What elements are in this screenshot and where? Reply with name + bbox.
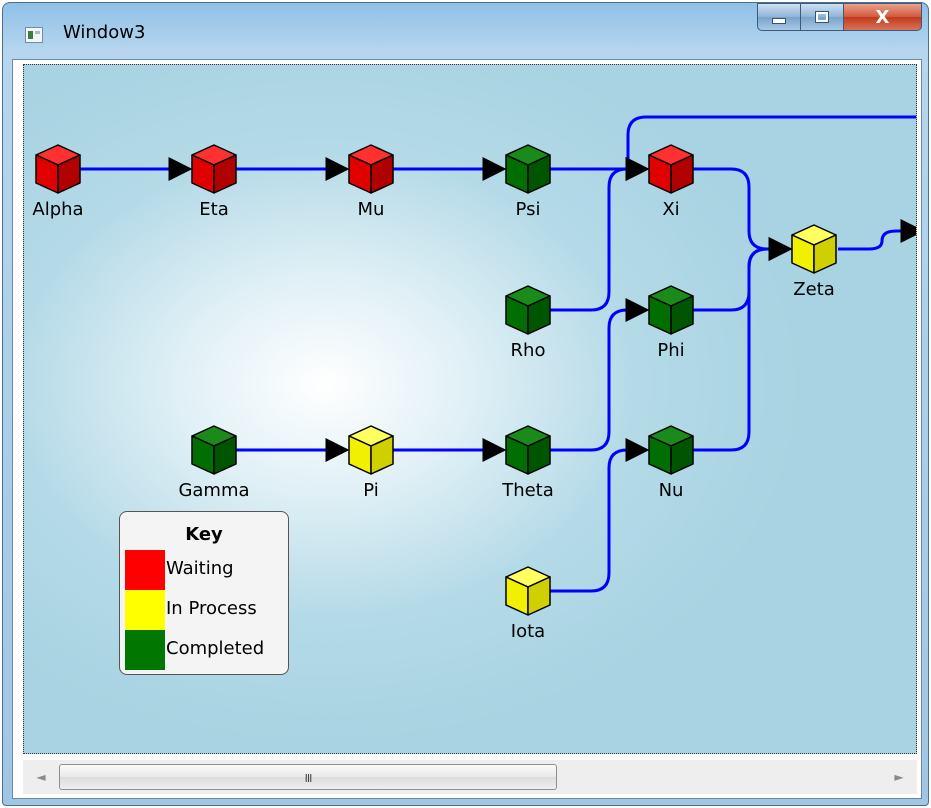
minimize-button[interactable] (757, 3, 801, 31)
legend-label-completed: Completed (166, 638, 265, 659)
edge-phi-zeta (683, 237, 793, 312)
legend-item-waiting: Waiting (125, 550, 285, 590)
edge-offscreen-xi (625, 115, 916, 181)
node-label-xi: Xi (662, 199, 679, 220)
legend-item-completed: Completed (125, 630, 285, 670)
legend-label-in-process: In Process (166, 598, 257, 619)
node-eta[interactable]: Eta (191, 144, 237, 220)
cube-right-zeta (813, 234, 837, 274)
node-mu[interactable]: Mu (348, 144, 394, 220)
node-label-theta: Theta (501, 480, 554, 501)
legend-swatch-waiting (125, 550, 165, 590)
legend-item-in-process: In Process (125, 590, 285, 630)
scrollbar-thumb[interactable]: III (59, 764, 557, 790)
edge-theta-phi (540, 298, 650, 452)
node-label-nu: Nu (659, 480, 684, 501)
legend-swatch-completed (125, 630, 165, 670)
node-label-pi: Pi (363, 480, 378, 501)
node-zeta[interactable]: Zeta (791, 224, 837, 300)
window-title: Window3 (63, 22, 146, 43)
minimize-icon (772, 18, 786, 24)
cube-right-psi (527, 154, 551, 194)
node-gamma[interactable]: Gamma (178, 425, 250, 501)
caption-buttons: X (757, 3, 922, 31)
node-rho[interactable]: Rho (505, 285, 551, 361)
app-icon (25, 27, 43, 43)
node-label-psi: Psi (516, 199, 541, 220)
close-icon: X (875, 6, 890, 28)
node-label-mu: Mu (358, 199, 385, 220)
legend-label-waiting: Waiting (166, 558, 234, 579)
node-nu[interactable]: Nu (648, 425, 694, 501)
maximize-icon (815, 11, 829, 23)
cube-right-theta (527, 435, 551, 475)
maximize-button[interactable] (801, 3, 844, 31)
node-xi[interactable]: Xi (648, 144, 694, 220)
node-label-gamma: Gamma (178, 480, 249, 501)
edge-xi-zeta (683, 167, 793, 261)
node-pi[interactable]: Pi (348, 425, 394, 501)
node-label-phi: Phi (657, 340, 684, 361)
edge-iota-nu (540, 438, 650, 593)
node-iota[interactable]: Iota (505, 566, 551, 642)
cube-right-phi (670, 295, 694, 335)
node-label-iota: Iota (511, 621, 545, 642)
cube-right-rho (527, 295, 551, 335)
node-theta[interactable]: Theta (501, 425, 554, 501)
scroll-left-button[interactable]: ◄ (36, 770, 46, 784)
node-label-rho: Rho (511, 340, 546, 361)
cube-right-gamma (213, 435, 237, 475)
scroll-right-button[interactable]: ► (894, 770, 904, 784)
node-psi[interactable]: Psi (505, 144, 551, 220)
cube-right-nu (670, 435, 694, 475)
node-label-eta: Eta (199, 199, 228, 220)
cube-right-pi (370, 435, 394, 475)
legend-title: Key (185, 524, 223, 545)
close-button[interactable]: X (844, 3, 922, 31)
legend-key: Key Waiting In Process Completed (119, 511, 289, 675)
grip-icon: III (304, 772, 313, 785)
legend-swatch-in-process (125, 590, 165, 630)
edge-zeta-offscreen (838, 219, 916, 251)
node-alpha[interactable]: Alpha (32, 144, 84, 220)
cube-right-mu (370, 154, 394, 194)
edge-nu-zeta (683, 237, 793, 452)
cube-right-xi (670, 154, 694, 194)
cube-right-iota (527, 576, 551, 616)
node-label-alpha: Alpha (32, 199, 83, 220)
title-bar[interactable]: Window3 X (3, 3, 928, 59)
cube-right-eta (213, 154, 237, 194)
cube-right-alpha (57, 154, 81, 194)
node-label-zeta: Zeta (793, 279, 835, 300)
edge-rho-xi (540, 157, 650, 312)
horizontal-scrollbar[interactable]: ◄ III ► (23, 760, 917, 794)
node-phi[interactable]: Phi (648, 285, 694, 361)
